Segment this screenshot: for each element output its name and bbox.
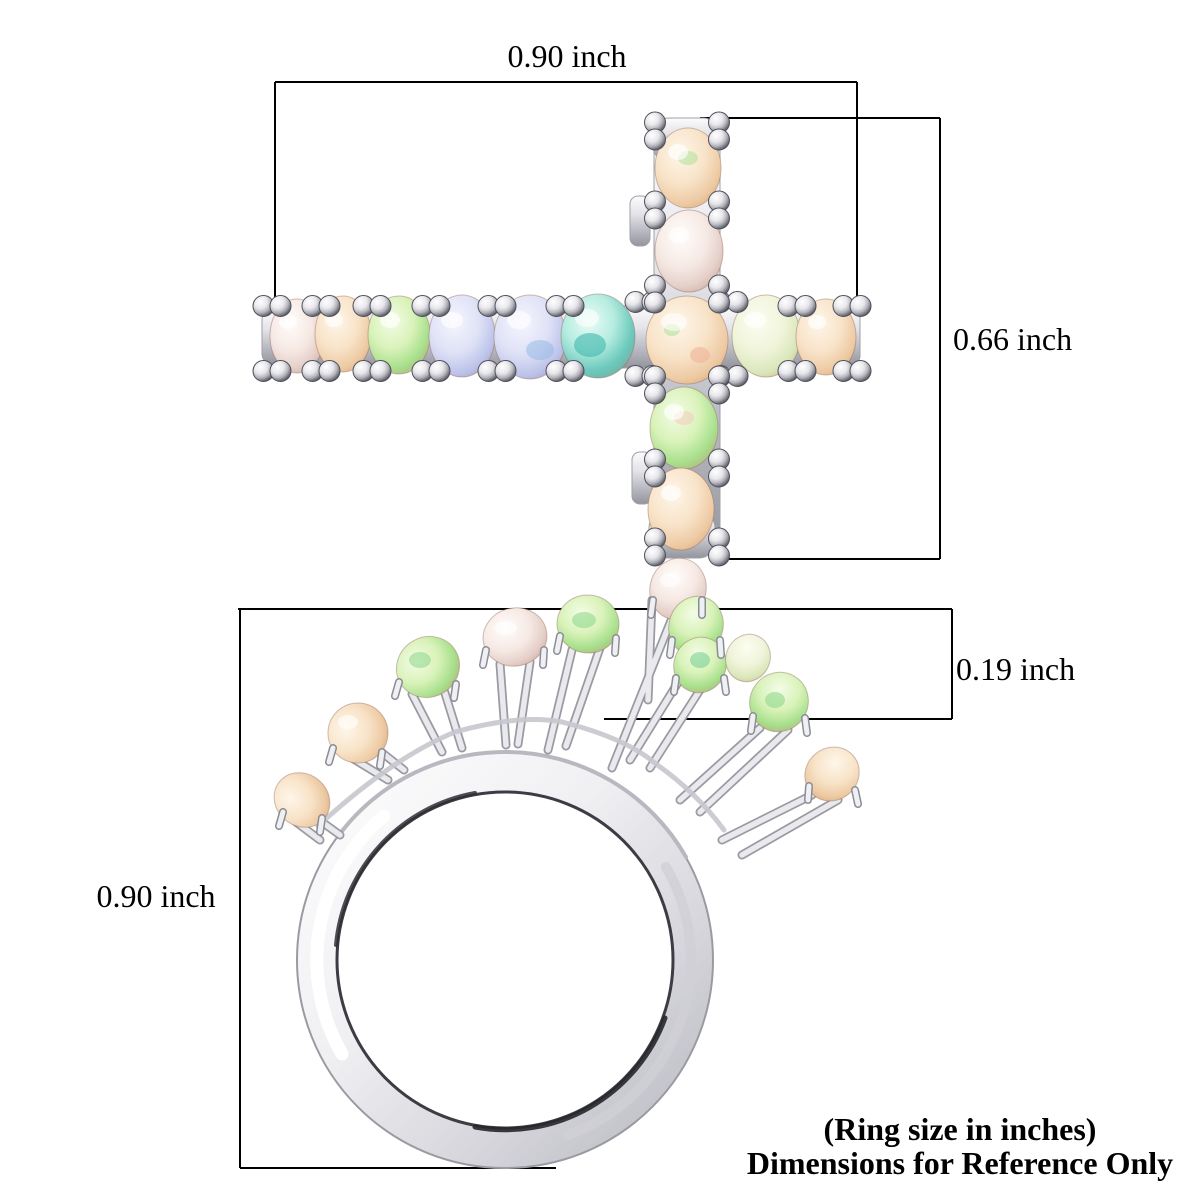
ring-prong-claws (275, 596, 862, 836)
ring-band (296, 751, 714, 1169)
ring-height-dimension-label: 0.90 inch (96, 878, 216, 914)
top-width-dimension-label: 0.90 inch (507, 38, 627, 74)
band-height-dimension-label: 0.19 inch (956, 651, 1076, 687)
ring-size-caption: (Ring size in inches) (823, 1111, 1097, 1147)
cross-top-view-image (252, 111, 872, 567)
reference-only-caption: Dimensions for Reference Only (746, 1145, 1174, 1181)
ring-side-view-image (273, 557, 862, 1169)
cross-height-dimension-label: 0.66 inch (953, 321, 1073, 357)
cross-stones (269, 127, 857, 551)
ring-gallery (291, 595, 843, 860)
caption-block: (Ring size in inches) Dimensions for Ref… (660, 1112, 1200, 1180)
ring-stones (273, 557, 860, 828)
